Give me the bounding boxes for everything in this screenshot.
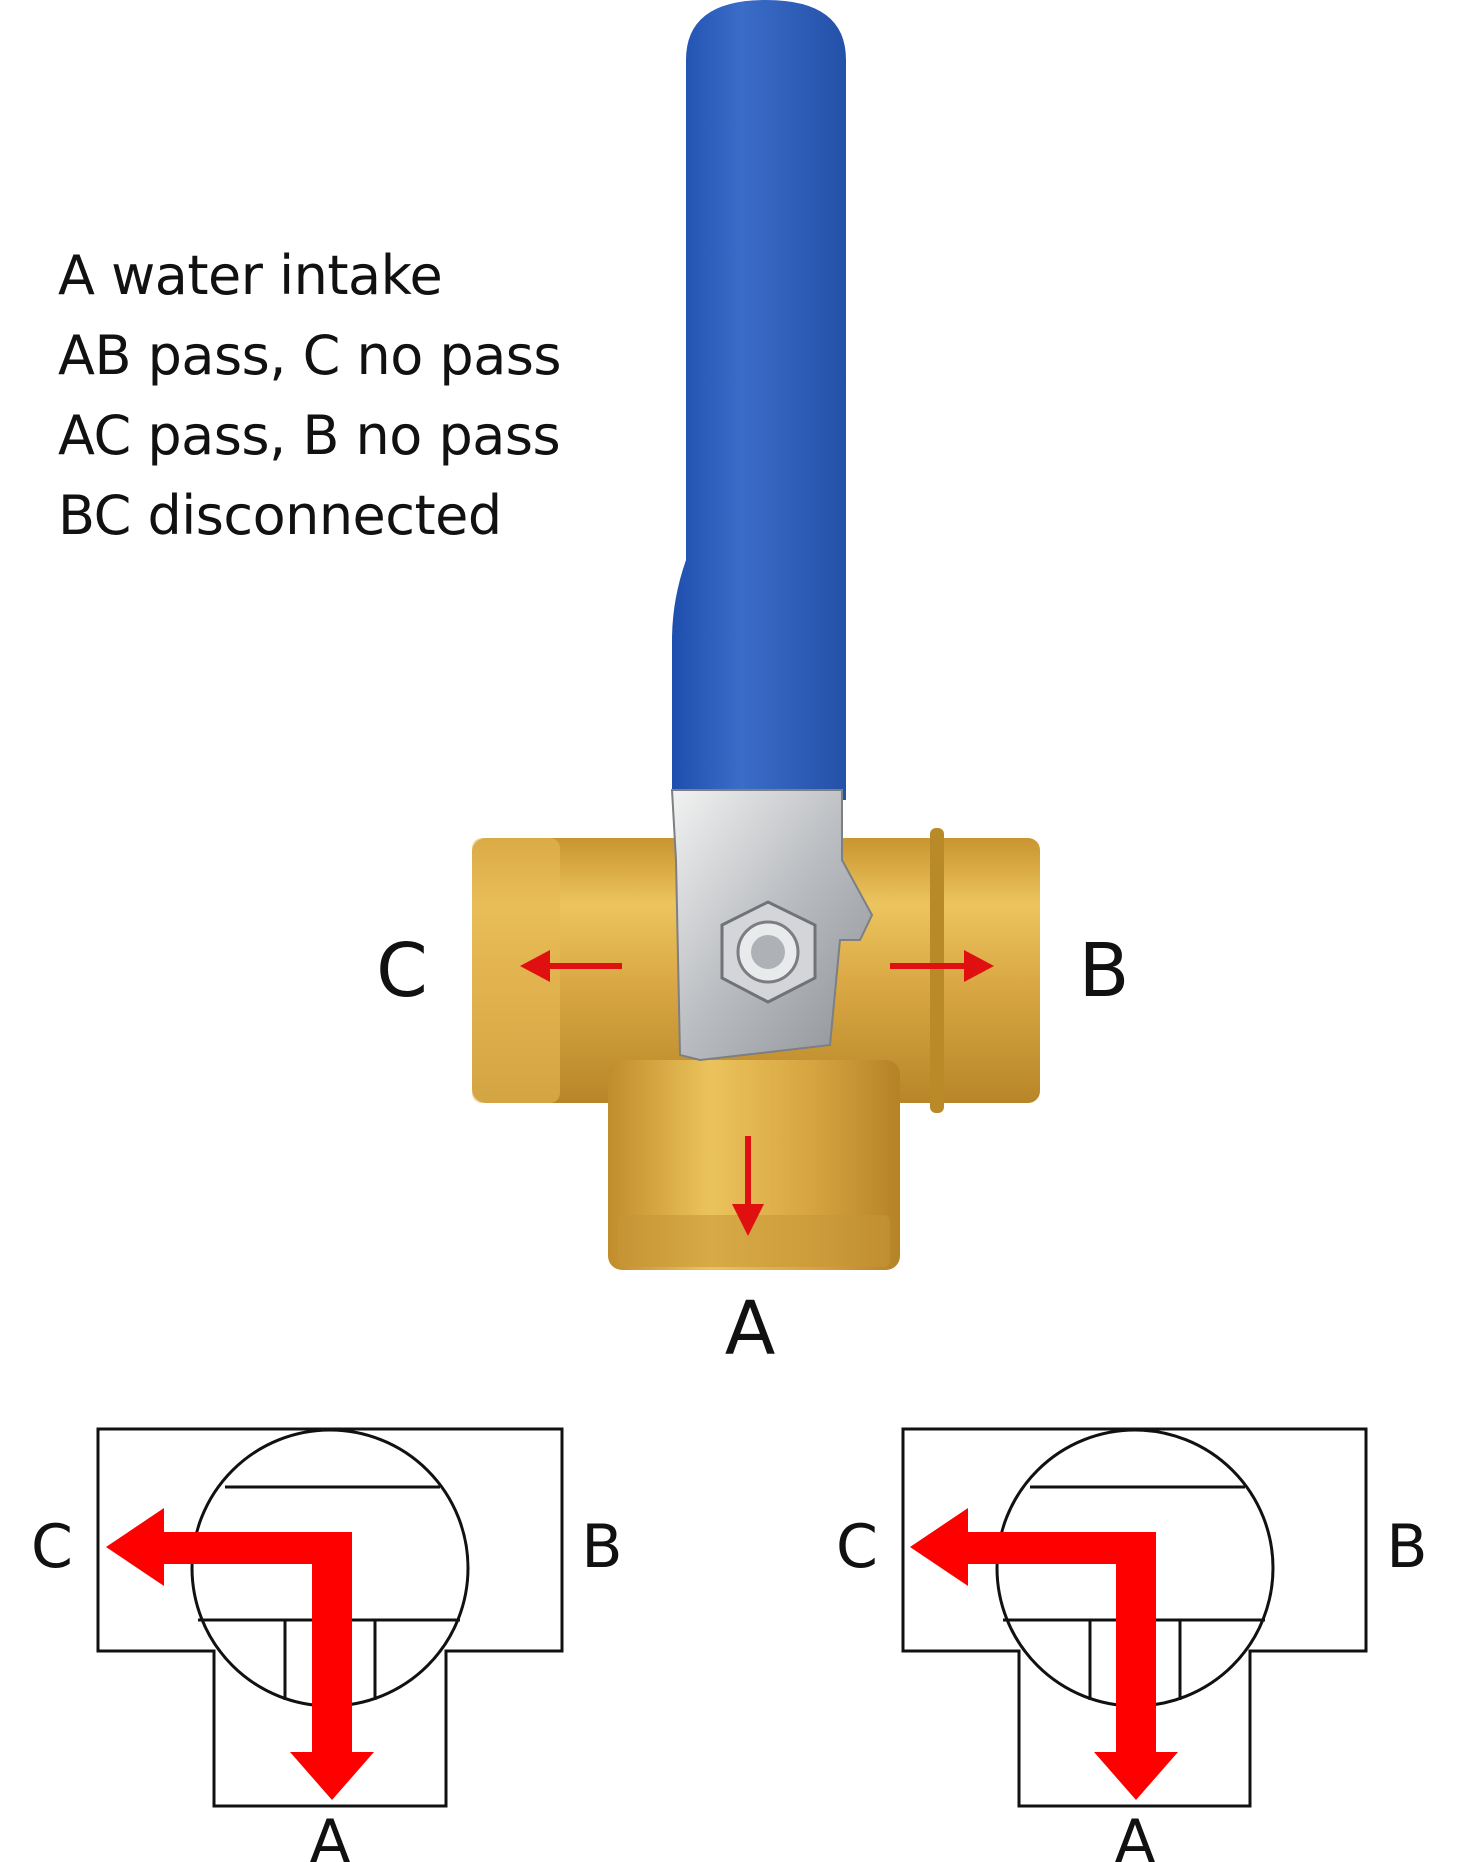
port-label-a: A bbox=[725, 1286, 776, 1372]
note-line-1: A water intake bbox=[58, 244, 443, 307]
schematic-2-label-a: A bbox=[1114, 1807, 1155, 1862]
schematic-2-label-b: B bbox=[1386, 1512, 1427, 1582]
schematic-1-label-b: B bbox=[581, 1512, 622, 1582]
port-label-c: C bbox=[376, 928, 428, 1014]
valve-illustration: C B A bbox=[376, 0, 1129, 1372]
valve-handle bbox=[672, 0, 846, 800]
flow-schematic-2: C B A bbox=[836, 1427, 1428, 1862]
flow-arrow-c-a bbox=[106, 1508, 374, 1800]
flow-schematic-1: C B A bbox=[31, 1427, 623, 1862]
flow-arrow-c-a-2 bbox=[910, 1508, 1178, 1800]
flow-arrow-to-c bbox=[520, 950, 622, 982]
port-label-b: B bbox=[1079, 928, 1130, 1014]
note-line-3: AC pass, B no pass bbox=[58, 404, 561, 467]
flow-arrow-to-a bbox=[732, 1136, 764, 1236]
note-line-4: BC disconnected bbox=[58, 484, 502, 547]
schematic-1-label-c: C bbox=[31, 1512, 73, 1582]
instruction-notes: A water intake AB pass, C no pass AC pas… bbox=[58, 236, 562, 556]
flow-arrow-to-b bbox=[890, 950, 994, 982]
schematic-1-label-a: A bbox=[309, 1807, 350, 1862]
schematic-2-label-c: C bbox=[836, 1512, 878, 1582]
note-line-2: AB pass, C no pass bbox=[58, 324, 562, 387]
